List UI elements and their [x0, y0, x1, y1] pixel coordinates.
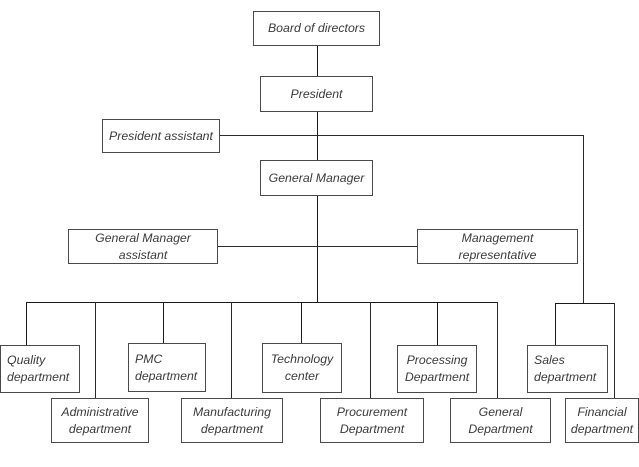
drop-financial — [614, 303, 616, 398]
node-general-manager[interactable]: General Manager — [260, 160, 373, 196]
drop-technology — [301, 302, 303, 343]
connector-right-riser — [583, 135, 585, 303]
connector-board-to-president — [317, 46, 319, 76]
node-board-of-directors[interactable]: Board of directors — [253, 11, 380, 46]
node-procurement-department[interactable]: Procurement Department — [320, 398, 424, 443]
node-general-department[interactable]: General Department — [450, 398, 551, 443]
drop-administrative — [95, 302, 97, 398]
drop-processing — [437, 302, 439, 345]
node-management-representative[interactable]: Management representative — [417, 229, 578, 264]
connector-gm-staff-right — [317, 246, 417, 248]
node-technology-center[interactable]: Technology center — [262, 343, 342, 393]
connector-president-assistant-run — [220, 135, 584, 137]
node-pmc-department[interactable]: PMC department — [128, 343, 206, 392]
node-financial-department[interactable]: Financial department — [565, 398, 639, 443]
drop-general-department — [497, 302, 499, 398]
node-president-assistant[interactable]: President assistant — [102, 119, 220, 153]
right-bus-line — [555, 303, 615, 305]
drop-sales — [555, 303, 557, 345]
drop-quality — [26, 302, 28, 345]
node-sales-department[interactable]: Sales department — [527, 345, 608, 393]
node-quality-department[interactable]: Quality department — [0, 345, 80, 393]
main-bus-line — [26, 302, 498, 304]
node-manufacturing-department[interactable]: Manufacturing department — [181, 398, 283, 443]
node-processing-department[interactable]: Processing Department — [397, 345, 477, 393]
connector-gm-spine — [317, 196, 319, 303]
node-general-manager-assistant[interactable]: General Manager assistant — [68, 229, 218, 264]
connector-gm-staff-left — [218, 246, 318, 248]
drop-pmc — [163, 302, 165, 343]
node-administrative-department[interactable]: Administrative department — [51, 398, 149, 443]
node-president[interactable]: President — [260, 76, 373, 112]
drop-manufacturing — [231, 302, 233, 398]
drop-procurement — [370, 302, 372, 398]
